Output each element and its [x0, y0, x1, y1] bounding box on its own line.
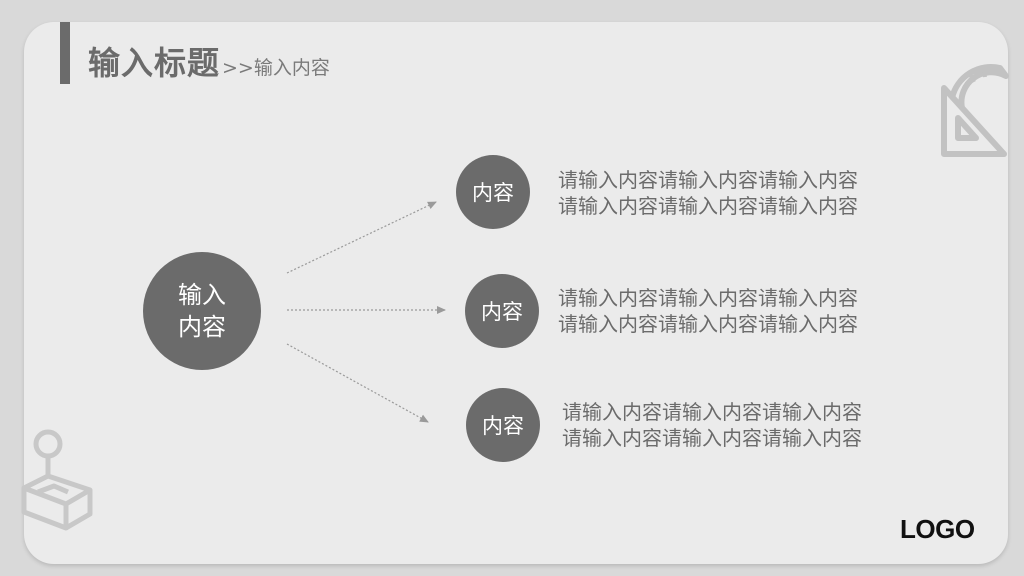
node-text-line: 请输入内容请输入内容请输入内容 [558, 194, 858, 218]
title-accent-bar [60, 22, 70, 84]
center-label-line1: 输入 [178, 281, 226, 309]
node-text-line: 请输入内容请输入内容请输入内容 [562, 426, 862, 450]
center-circle: 输入 内容 [143, 252, 261, 370]
node-text-line: 请输入内容请输入内容请输入内容 [562, 400, 862, 424]
center-label-line2: 内容 [178, 313, 226, 341]
node-text-3: 请输入内容请输入内容请输入内容 请输入内容请输入内容请输入内容 [562, 399, 862, 451]
node-circle-3: 内容 [466, 388, 540, 462]
joystick-icon [21, 429, 93, 531]
node-text-line: 请输入内容请输入内容请输入内容 [558, 168, 858, 192]
node-circle-1: 内容 [456, 155, 530, 229]
subtitle-text: >>输入内容 [222, 57, 330, 79]
node-text-line: 请输入内容请输入内容请输入内容 [558, 312, 858, 336]
page-title: 输入标题 >>输入内容 [88, 38, 330, 84]
node-label: 内容 [482, 414, 524, 438]
node-text-line: 请输入内容请输入内容请输入内容 [558, 286, 858, 310]
node-label: 内容 [481, 300, 523, 324]
arrow-to-node-1 [286, 201, 437, 274]
node-text-1: 请输入内容请输入内容请输入内容 请输入内容请输入内容请输入内容 [558, 167, 858, 219]
title-text: 输入标题 [88, 44, 221, 82]
node-label: 内容 [472, 181, 514, 205]
protractor-ruler-icon [941, 63, 1009, 157]
node-circle-2: 内容 [465, 274, 539, 348]
logo: LOGO [900, 514, 975, 544]
arrow-to-node-3 [286, 343, 429, 423]
node-text-2: 请输入内容请输入内容请输入内容 请输入内容请输入内容请输入内容 [558, 285, 858, 337]
